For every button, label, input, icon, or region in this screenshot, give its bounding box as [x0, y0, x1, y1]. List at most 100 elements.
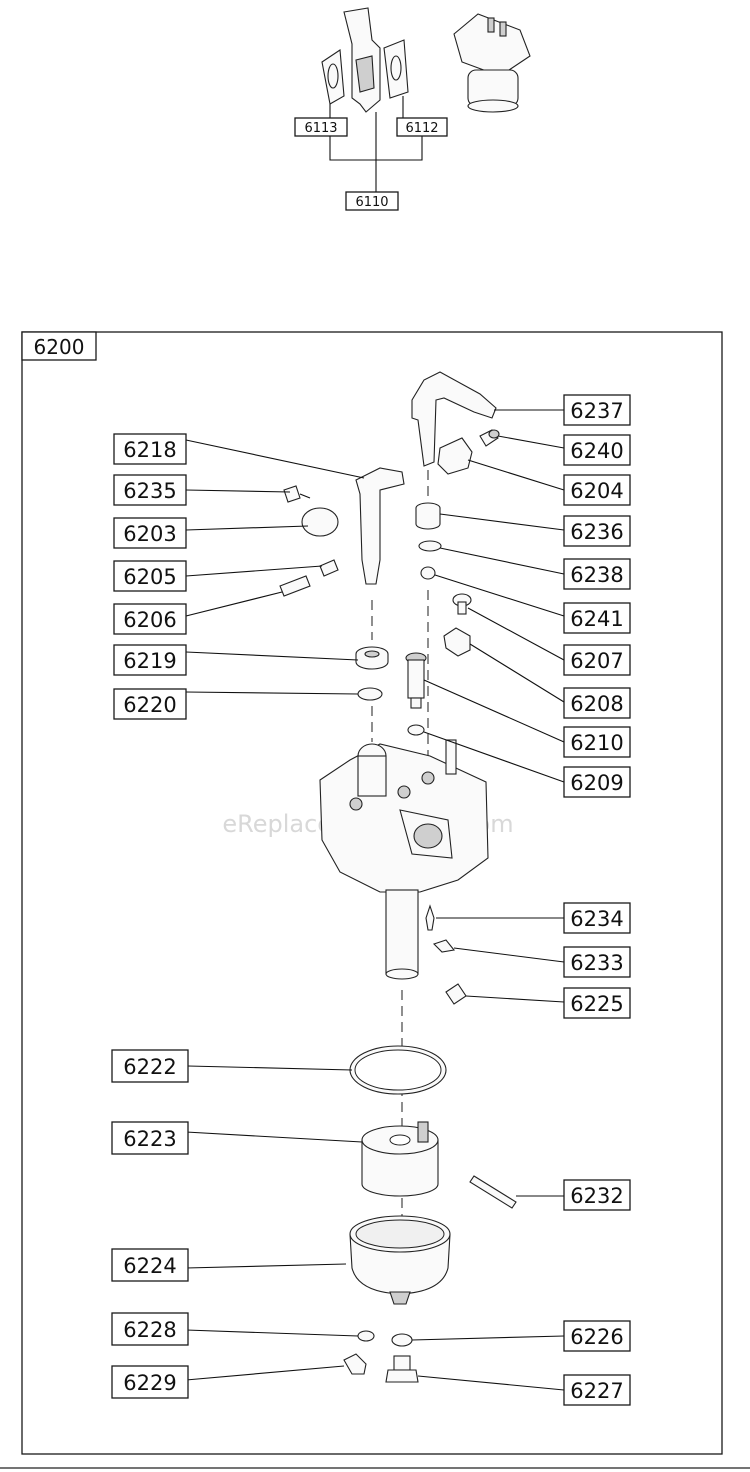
- washer-6228-illustration: [357, 1330, 375, 1342]
- svg-text:6209: 6209: [570, 771, 623, 795]
- bushing-6236-illustration: [415, 502, 441, 530]
- label-6218[interactable]: 6218: [113, 433, 187, 465]
- svg-text:6208: 6208: [570, 692, 623, 716]
- svg-text:6110: 6110: [355, 195, 388, 210]
- svg-text:6113: 6113: [304, 121, 337, 136]
- svg-text:6232: 6232: [570, 1184, 623, 1208]
- label-6240[interactable]: 6240: [563, 434, 631, 466]
- leader-6225: [465, 995, 565, 1003]
- svg-text:6207: 6207: [570, 649, 623, 673]
- leader-6235: [185, 489, 291, 493]
- label-6204[interactable]: 6204: [563, 474, 631, 506]
- svg-text:6210: 6210: [570, 731, 623, 755]
- label-6208[interactable]: 6208: [563, 687, 631, 719]
- svg-text:6241: 6241: [570, 607, 623, 631]
- leader-6227: [417, 1375, 565, 1391]
- label-6229[interactable]: 6229: [111, 1365, 189, 1399]
- leader-6204: [467, 459, 565, 491]
- label-6219[interactable]: 6219: [113, 644, 187, 676]
- svg-text:6223: 6223: [123, 1127, 176, 1151]
- leader-6218: [185, 439, 365, 479]
- label-6228[interactable]: 6228: [111, 1312, 189, 1346]
- leader-6233: [453, 947, 565, 963]
- label-6209[interactable]: 6209: [563, 766, 631, 798]
- nut-6227-illustration: [385, 1355, 419, 1383]
- svg-text:6222: 6222: [123, 1055, 176, 1079]
- svg-text:6236: 6236: [570, 520, 623, 544]
- leader-6219: [185, 651, 359, 661]
- label-6112[interactable]: 6112: [396, 117, 448, 137]
- spring-6205-illustration: [319, 559, 339, 577]
- svg-text:6206: 6206: [123, 608, 176, 632]
- label-6205[interactable]: 6205: [113, 560, 187, 592]
- label-6238[interactable]: 6238: [563, 558, 631, 590]
- leader-6222: [187, 1065, 353, 1071]
- label-6236[interactable]: 6236: [563, 515, 631, 547]
- label-6235[interactable]: 6235: [113, 474, 187, 506]
- label-6222[interactable]: 6222: [111, 1049, 189, 1083]
- label-6234[interactable]: 6234: [563, 902, 631, 934]
- svg-text:6229: 6229: [123, 1371, 176, 1395]
- svg-text:6226: 6226: [570, 1325, 623, 1349]
- label-6110[interactable]: 6110: [345, 191, 399, 211]
- valve-6210-illustration: [405, 652, 427, 709]
- plug-6241-illustration: [420, 566, 436, 580]
- leader-6240: [497, 435, 565, 449]
- svg-text:6205: 6205: [123, 565, 176, 589]
- screw-6235-illustration: [283, 485, 311, 503]
- label-6226[interactable]: 6226: [563, 1320, 631, 1352]
- leader-6228: [185, 1329, 359, 1337]
- throttle-plate-illustration: [301, 507, 339, 537]
- label-6200[interactable]: 6200: [21, 331, 97, 361]
- leader-6203: [185, 525, 309, 531]
- label-6237[interactable]: 6237: [563, 394, 631, 426]
- svg-text:6228: 6228: [123, 1318, 176, 1342]
- svg-text:6238: 6238: [570, 563, 623, 587]
- label-6203[interactable]: 6203: [113, 517, 187, 549]
- carburetor-assembly-group: 6200 eReplacementParts.com: [21, 331, 723, 1455]
- leader-6205: [185, 565, 323, 577]
- assembly-frame: [21, 331, 723, 1455]
- label-6233[interactable]: 6233: [563, 946, 631, 978]
- label-6210[interactable]: 6210: [563, 726, 631, 758]
- leader-6224: [185, 1263, 347, 1269]
- svg-text:6218: 6218: [123, 438, 176, 462]
- label-6220[interactable]: 6220: [113, 688, 187, 720]
- leader-6209: [423, 731, 565, 783]
- leader-6210: [423, 679, 565, 743]
- svg-text:6240: 6240: [570, 439, 623, 463]
- gasket-right-illustration: [383, 39, 409, 99]
- leader-6208: [469, 643, 565, 703]
- pin-6232-illustration: [469, 1175, 517, 1209]
- svg-text:6200: 6200: [34, 335, 85, 359]
- label-6241[interactable]: 6241: [563, 602, 631, 634]
- oring-6220-illustration: [357, 687, 383, 701]
- gasket-left-illustration: [321, 49, 345, 105]
- svg-text:6219: 6219: [123, 649, 176, 673]
- clip-6208-illustration: [443, 627, 471, 657]
- label-6113[interactable]: 6113: [294, 117, 348, 137]
- label-6232[interactable]: 6232: [563, 1179, 631, 1211]
- svg-text:6203: 6203: [123, 522, 176, 546]
- label-6207[interactable]: 6207: [563, 644, 631, 676]
- bolt-6229-illustration: [343, 1353, 367, 1375]
- svg-text:6234: 6234: [570, 907, 623, 931]
- seal-6219-illustration: [355, 646, 389, 670]
- needle-6234-illustration: [425, 904, 435, 931]
- label-6227[interactable]: 6227: [563, 1374, 631, 1406]
- label-6223[interactable]: 6223: [111, 1121, 189, 1155]
- label-6224[interactable]: 6224: [111, 1248, 189, 1282]
- svg-text:6220: 6220: [123, 693, 176, 717]
- gasket-6222-illustration: [349, 1045, 447, 1095]
- svg-text:6233: 6233: [570, 951, 623, 975]
- carburetor-thumbnail: [453, 13, 531, 113]
- screw-6240-illustration: [479, 429, 500, 447]
- bowl-6224-illustration: [349, 1215, 451, 1305]
- label-6225[interactable]: 6225: [563, 987, 631, 1019]
- leader-6223: [185, 1131, 363, 1143]
- label-6206[interactable]: 6206: [113, 603, 187, 635]
- throttle-shaft-illustration: [355, 467, 405, 585]
- spring-6225-illustration: [445, 983, 467, 1005]
- carburetor-body-illustration: [319, 739, 489, 980]
